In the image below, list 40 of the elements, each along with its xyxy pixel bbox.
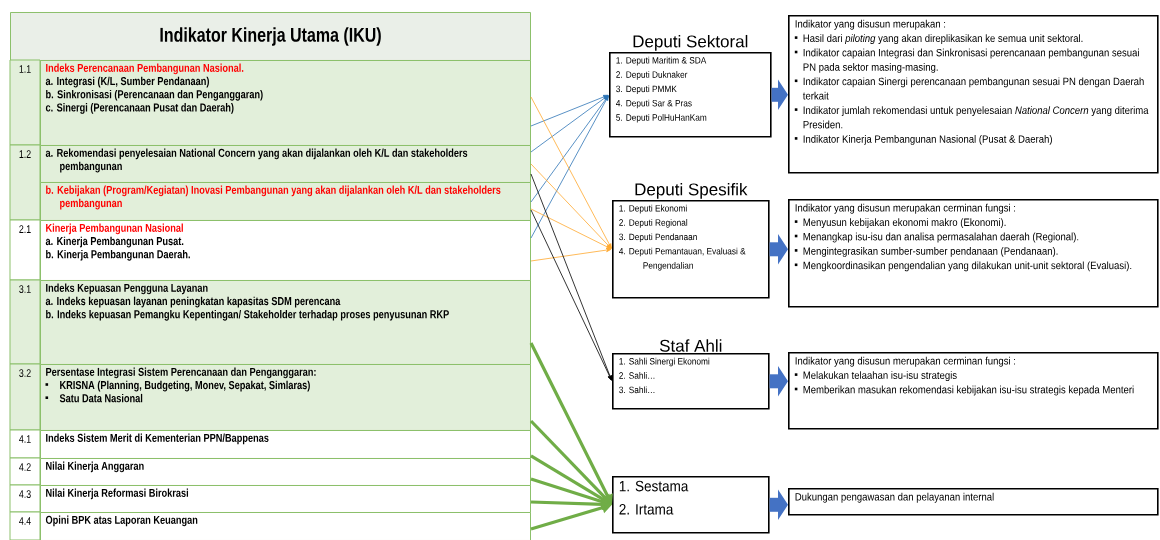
arrow: [530, 95, 609, 153]
row-number: 4.4: [9, 511, 41, 540]
row-number: 3.2: [9, 363, 41, 431]
row-number: 2.1: [9, 219, 41, 281]
list-box: 1. Deputi Ekonomi 2. Deputi Regional 3. Deputi Pendanaan 4. Deputi Pemantauan, Evaluasi & Pengendalian: [612, 200, 770, 299]
table-title: Indikator Kinerja Utama (IKU): [10, 12, 531, 61]
node-label: 1. Deputi Maritim & SDA: [616, 56, 707, 66]
description-box: Indikator yang disusun merupakan : Hasil dari piloting yang akan direplikasikan ke semua unit sektoral. Indikator capaian Integrasi dan Sinkronisasi perencanaan pembangunan sesuai PN pada sektor masing-masing. Indikator capaian Sinergi perencanaan pembangunan sesuai PN dengan Daerah terkait Indikator jumlah rekomendasi untuk penyelesaian National Concern yang diterima Presiden. Indikator Kinerja Pembangunan Nasional (Pusat & Daerah): [788, 15, 1159, 174]
arrow: [530, 163, 612, 249]
row-number: 3.1: [9, 279, 41, 365]
node-label: 4. Deputi Pemantauan, Evaluasi & Pengendalian: [618, 247, 746, 271]
arrow: [530, 454, 612, 505]
row-number: 4.3: [9, 484, 41, 513]
node-label: 3. Deputi Pendanaan: [619, 233, 697, 242]
node-label: Opini BPK atas Laporan Keuangan: [45, 515, 198, 527]
list-box: 1. Sestama 2. Irtama: [612, 476, 770, 534]
node-label: 3. Deputi PMMK: [616, 85, 677, 94]
row-number: 4.2: [9, 457, 41, 486]
arrow: [530, 95, 609, 203]
node-label: 4. Deputi Sar & Pras: [615, 99, 692, 109]
list-box: 1. Sahli Sinergi Ekonomi 2. Sahli… 3. Sahli…: [612, 353, 770, 410]
box-heading: Staf Ahli: [659, 339, 722, 352]
arrow: [530, 248, 612, 262]
node-label: 5. Deputi PolHuHanKam: [616, 114, 707, 123]
arrow: [530, 208, 612, 250]
arrow: [529, 419, 612, 505]
arrow: [530, 209, 612, 381]
arrow: [530, 94, 609, 127]
description-box: Indikator yang disusun merupakan cerminan fungsi : Menyusun kebijakan ekonomi makro (Ekonomi). Menangkap isu-isu dan analisa permasalahan daerah (Regional). Mengintegrasikan sumber-sumber pendanaan (Pendanaan). Mengkoordinasikan pengendalian yang dilakukan unit-unit sektoral (Evaluasi).: [788, 199, 1159, 308]
row-number: 1.1: [9, 59, 41, 146]
description-box: Indikator yang disusun merupakan cerminan fungsi : Melakukan telaahan isu-isu strategis Memberikan masukan rekomendasi kebijakan isu-isu strategis kepada Menteri: [788, 352, 1159, 430]
list-box: 1. Deputi Maritim & SDA 2. Deputi Duknaker 3. Deputi PMMK 4. Deputi Sar & Pras 5. Deputi PolHuHanKam: [609, 52, 772, 138]
row-number: 4.1: [9, 429, 41, 459]
box-heading: Deputi Sektoral: [633, 34, 748, 51]
row-number: 1.2: [9, 144, 41, 221]
box-heading: Deputi Spesifik: [635, 182, 748, 199]
node-label: 2. Deputi Duknaker: [616, 71, 688, 80]
description-box: Dukungan pengawasan dan pelayanan internal: [788, 488, 1159, 516]
node-label: 1. Deputi Ekonomi: [619, 204, 687, 214]
node-label: 2. Deputi Regional: [619, 219, 688, 228]
